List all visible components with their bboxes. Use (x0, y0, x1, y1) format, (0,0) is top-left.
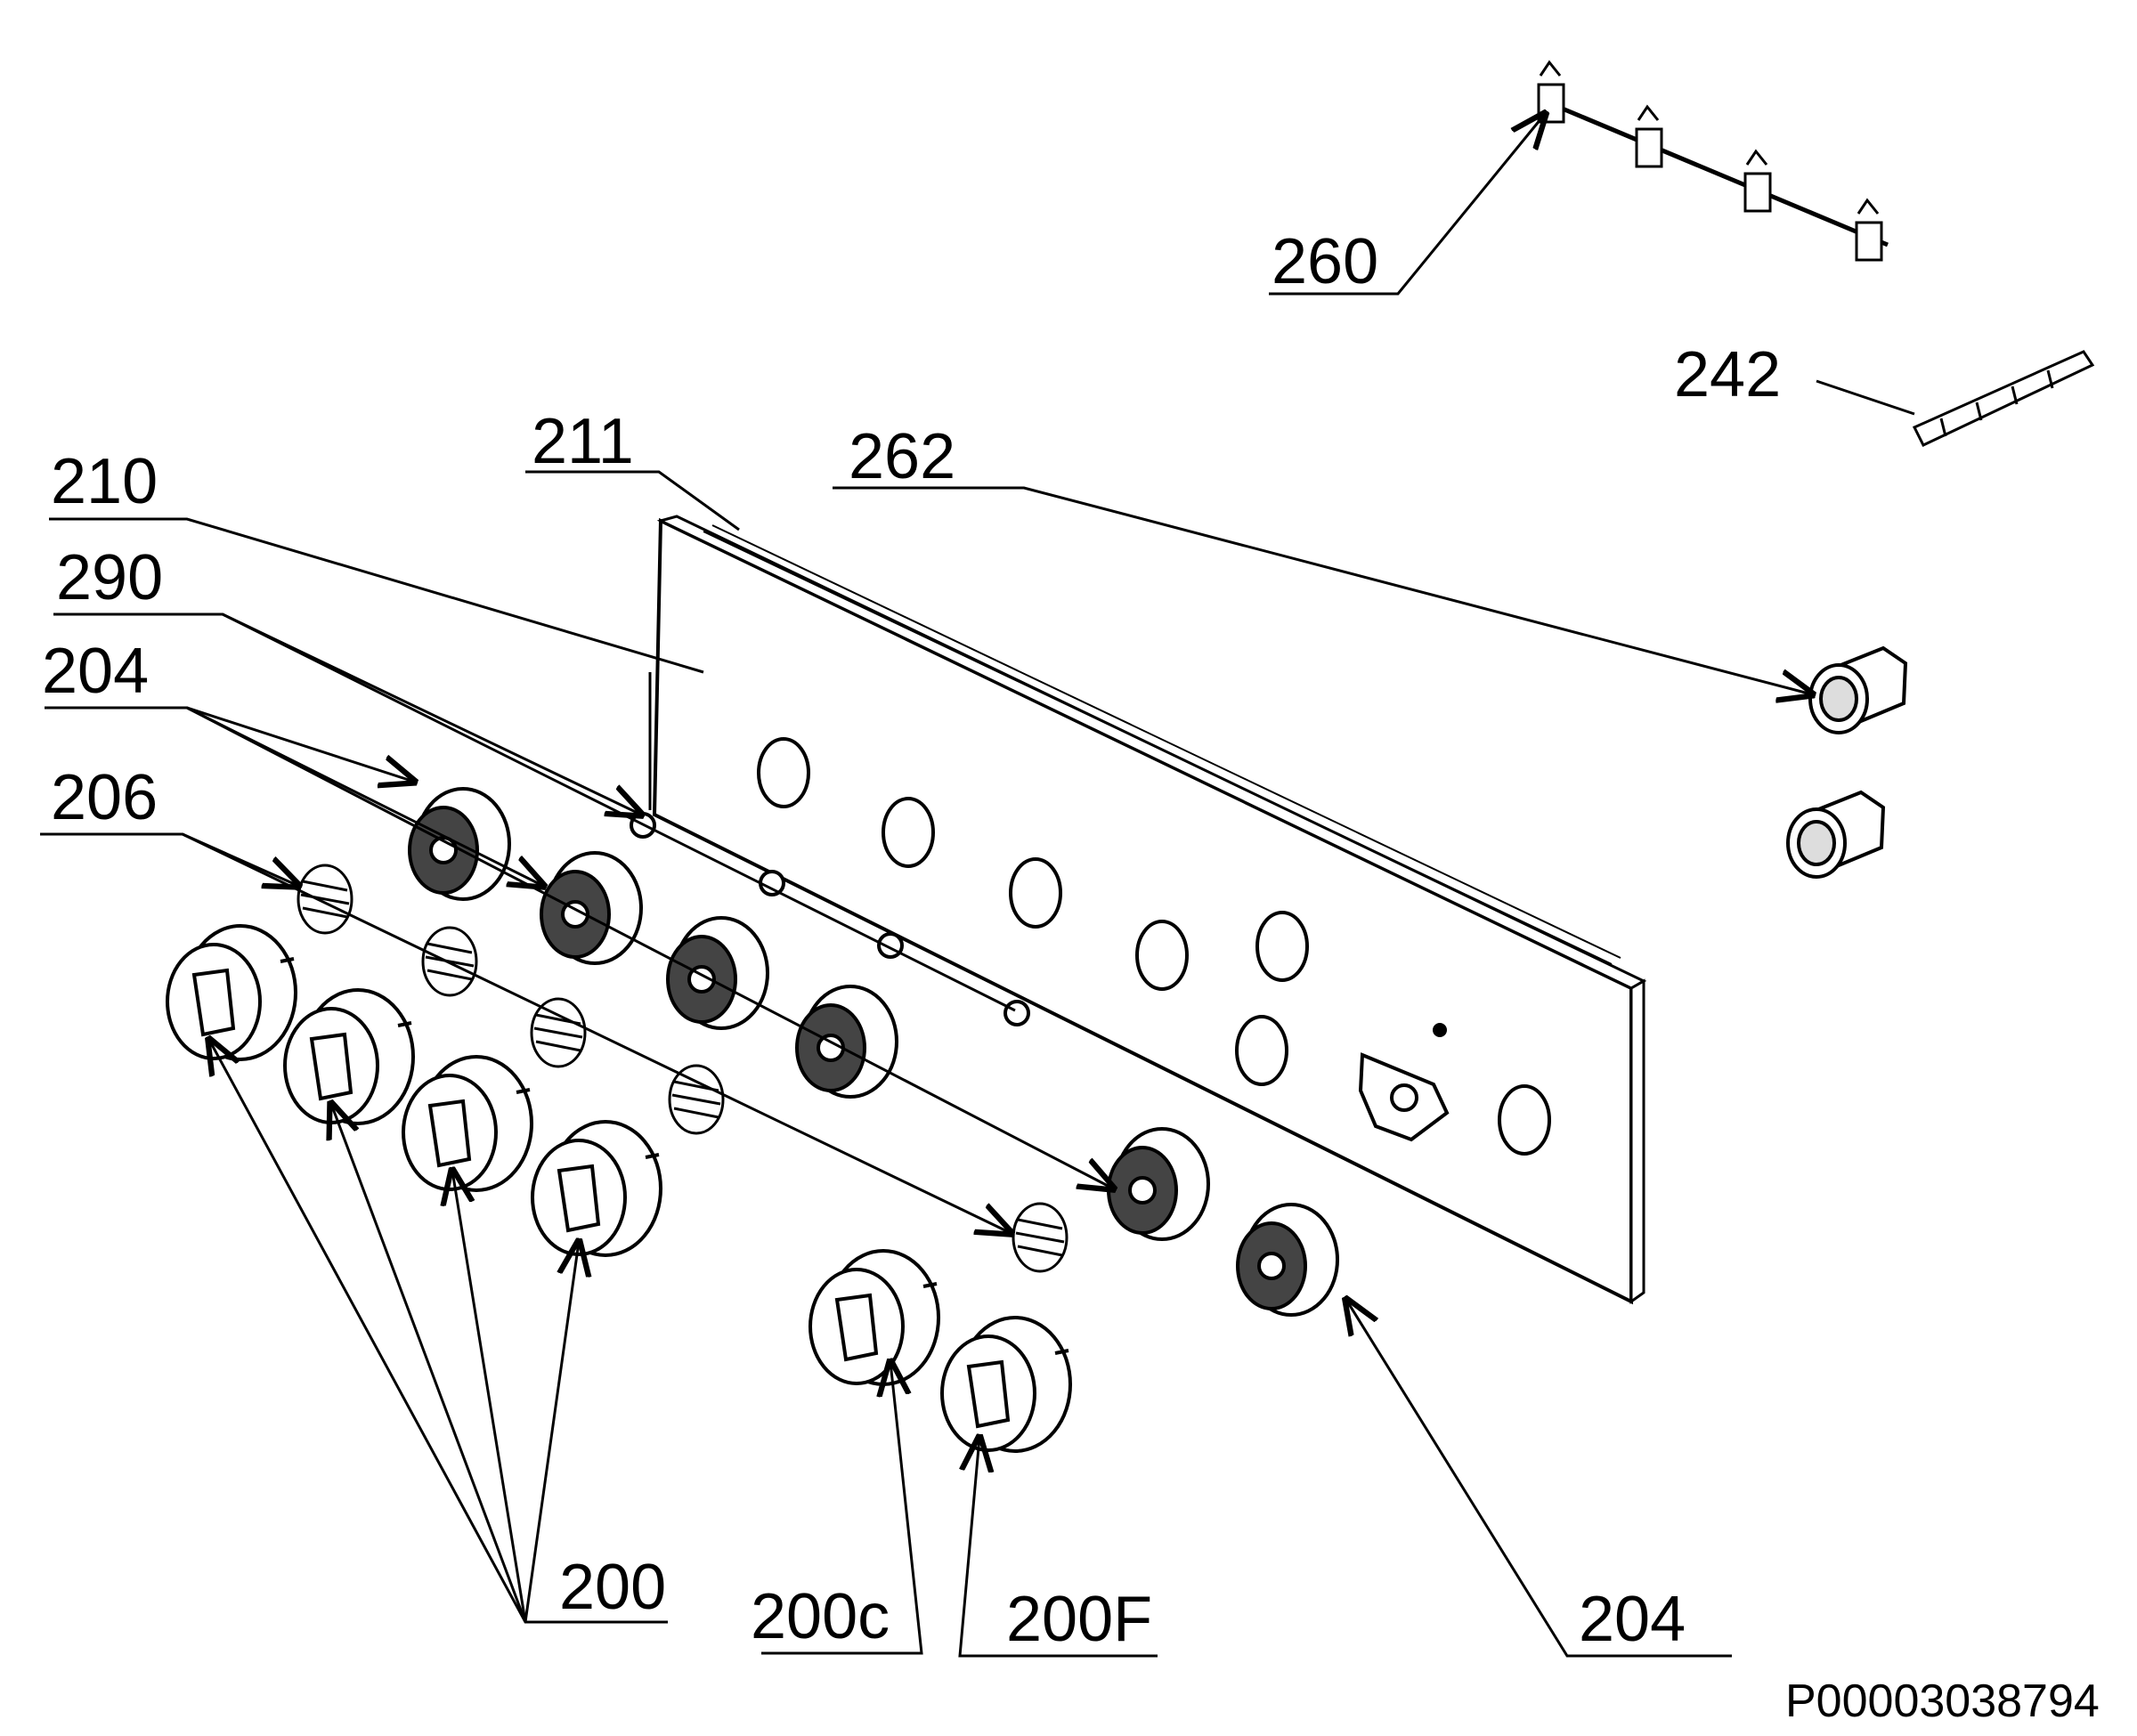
panel-hole (1135, 920, 1189, 991)
label-204-lower: 204 (1579, 1584, 1686, 1655)
switch-cutout (1358, 1023, 1450, 1142)
springs (297, 864, 1068, 1273)
label-211: 211 (532, 406, 634, 477)
label-200F: 200F (1006, 1584, 1153, 1655)
label-262: 262 (849, 421, 956, 492)
panel-holes (757, 737, 1551, 1156)
knob (283, 988, 415, 1125)
bezel (540, 851, 643, 965)
spring (668, 1064, 725, 1135)
label-204-upper: 204 (42, 636, 150, 707)
label-200: 200 (559, 1552, 667, 1623)
label-260: 260 (1272, 226, 1379, 297)
spring (297, 864, 353, 935)
document-id: P00003038794 (1785, 1675, 2100, 1727)
indicator-lamp (1786, 790, 1886, 879)
knob (531, 1120, 662, 1257)
knob (940, 1316, 1072, 1453)
spring (530, 997, 587, 1068)
panel-hole (757, 737, 810, 808)
spring (1012, 1202, 1068, 1273)
bezel (795, 985, 898, 1099)
label-290: 290 (56, 542, 164, 613)
bezel (1107, 1127, 1210, 1241)
panel-hole (1009, 857, 1062, 929)
knob (402, 1055, 533, 1192)
control-knobs (166, 924, 1072, 1453)
wiring-harness (1537, 60, 1889, 262)
bezel (666, 916, 769, 1030)
screw (1003, 1000, 1030, 1026)
knob (166, 924, 297, 1061)
panel-hole (1498, 1084, 1551, 1156)
panel-hole (1255, 911, 1309, 982)
label-210: 210 (51, 446, 158, 517)
indicator-lamp (1808, 645, 1908, 734)
ignition-part (1912, 350, 2095, 447)
leader-lines (40, 114, 1915, 1658)
bezel (1236, 1203, 1339, 1317)
knob (808, 1249, 940, 1386)
label-206: 206 (51, 762, 158, 833)
panel-hole (1235, 1015, 1288, 1086)
label-200c: 200c (751, 1581, 890, 1652)
panel-hole (882, 797, 935, 868)
indicator-lamps (1786, 645, 1908, 879)
label-242: 242 (1674, 339, 1782, 410)
screw (759, 870, 785, 896)
